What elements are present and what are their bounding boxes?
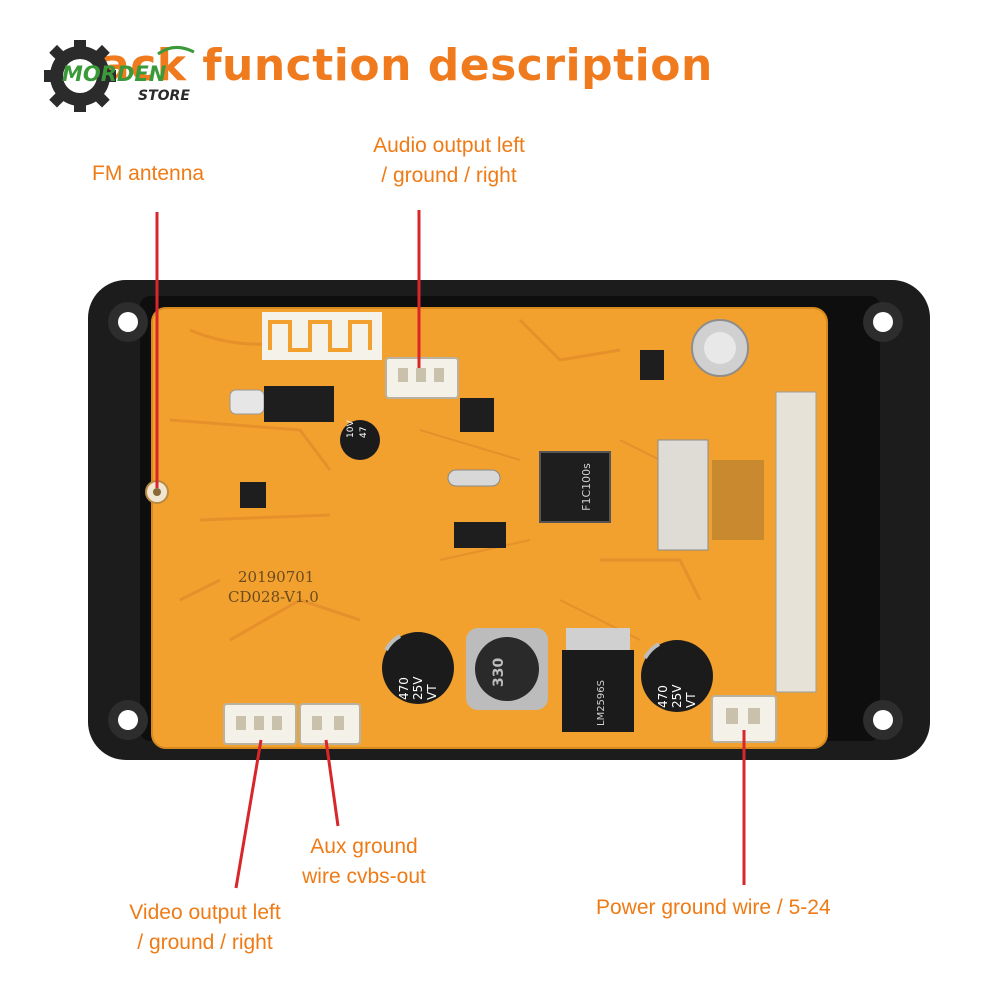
fm-antenna-pad xyxy=(145,480,169,504)
header-pins xyxy=(775,391,817,693)
capacitor-right-value: 470 xyxy=(656,685,670,708)
callout-fm-antenna-text: FM antenna xyxy=(92,162,205,185)
capacitor-left-voltage: 25V xyxy=(411,676,425,700)
capacitor-left-value: 470 xyxy=(397,677,411,700)
aux-connector xyxy=(299,703,361,745)
callout-audio-output: Audio output left / ground / right xyxy=(344,131,554,191)
capacitor-left: 470 25V VT xyxy=(382,632,454,704)
callout-fm-antenna: FM antenna xyxy=(92,159,204,189)
callout-video-output-line1: Video output left xyxy=(129,901,281,924)
logo-text-secondary: STORE xyxy=(138,88,190,104)
pointer-video-output xyxy=(234,739,263,889)
callout-audio-output-line1: Audio output left xyxy=(373,134,525,157)
gear-icon xyxy=(44,40,116,112)
callout-aux-ground: Aux ground wire cvbs-out xyxy=(264,832,464,892)
callout-power-ground-text: Power ground wire / 5-24 xyxy=(596,896,831,919)
audio-ic xyxy=(264,386,334,422)
main-processor-chip: F1C100s xyxy=(539,451,611,523)
callout-video-output: Video output left / ground / right xyxy=(100,898,310,958)
wifi-antenna-trace xyxy=(262,312,382,360)
capacitor-left-series: VT xyxy=(425,684,439,700)
callout-audio-output-line2: / ground / right xyxy=(381,164,517,187)
silkscreen-text: 20190701 CD028-V1.0 xyxy=(228,568,319,606)
capacitor-right-series: VT xyxy=(684,692,698,708)
pointer-lines xyxy=(155,210,746,889)
callout-aux-ground-line1: Aux ground xyxy=(310,835,418,858)
pcb-board: 10V 47 F1C100s 20190701 CD028-V1.0 xyxy=(145,307,828,749)
audio-output-connector xyxy=(385,357,459,399)
pointer-aux-ground xyxy=(324,739,340,827)
crystal-oscillator xyxy=(229,389,265,415)
small-capacitor-value: 47 xyxy=(359,427,369,438)
regulator-label: LM2596S xyxy=(596,680,607,726)
display-ribbon-cable xyxy=(712,460,764,540)
mounting-holes xyxy=(108,302,903,740)
callout-aux-ground-line2: wire cvbs-out xyxy=(302,865,426,888)
video-output-connector xyxy=(223,703,297,745)
callout-video-output-line2: / ground / right xyxy=(137,931,273,954)
date-code: 20190701 xyxy=(238,568,314,586)
small-ic-2 xyxy=(454,522,506,548)
capacitor-right-voltage: 25V xyxy=(670,684,684,708)
processor-label: F1C100s xyxy=(580,463,593,511)
store-logo: MORDEN STORE xyxy=(44,40,195,112)
coin-battery-holder xyxy=(691,319,749,377)
small-capacitor-voltage: 10V xyxy=(346,420,356,438)
display-ribbon-connector xyxy=(657,439,709,551)
crystal-oscillator-2 xyxy=(447,469,501,487)
power-inductor: 330 xyxy=(466,628,548,710)
small-ic-4 xyxy=(460,398,494,432)
voltage-regulator: LM2596S xyxy=(562,628,634,732)
board-version: CD028-V1.0 xyxy=(228,588,319,606)
callout-power-ground: Power ground wire / 5-24 xyxy=(596,893,831,923)
small-ic-3 xyxy=(240,482,266,508)
small-capacitor: 10V 47 xyxy=(340,420,380,460)
inductor-label: 330 xyxy=(491,658,507,687)
logo-text-primary: MORDEN xyxy=(62,62,167,86)
capacitor-right: 470 25V VT xyxy=(641,640,713,712)
small-ic xyxy=(640,350,664,380)
